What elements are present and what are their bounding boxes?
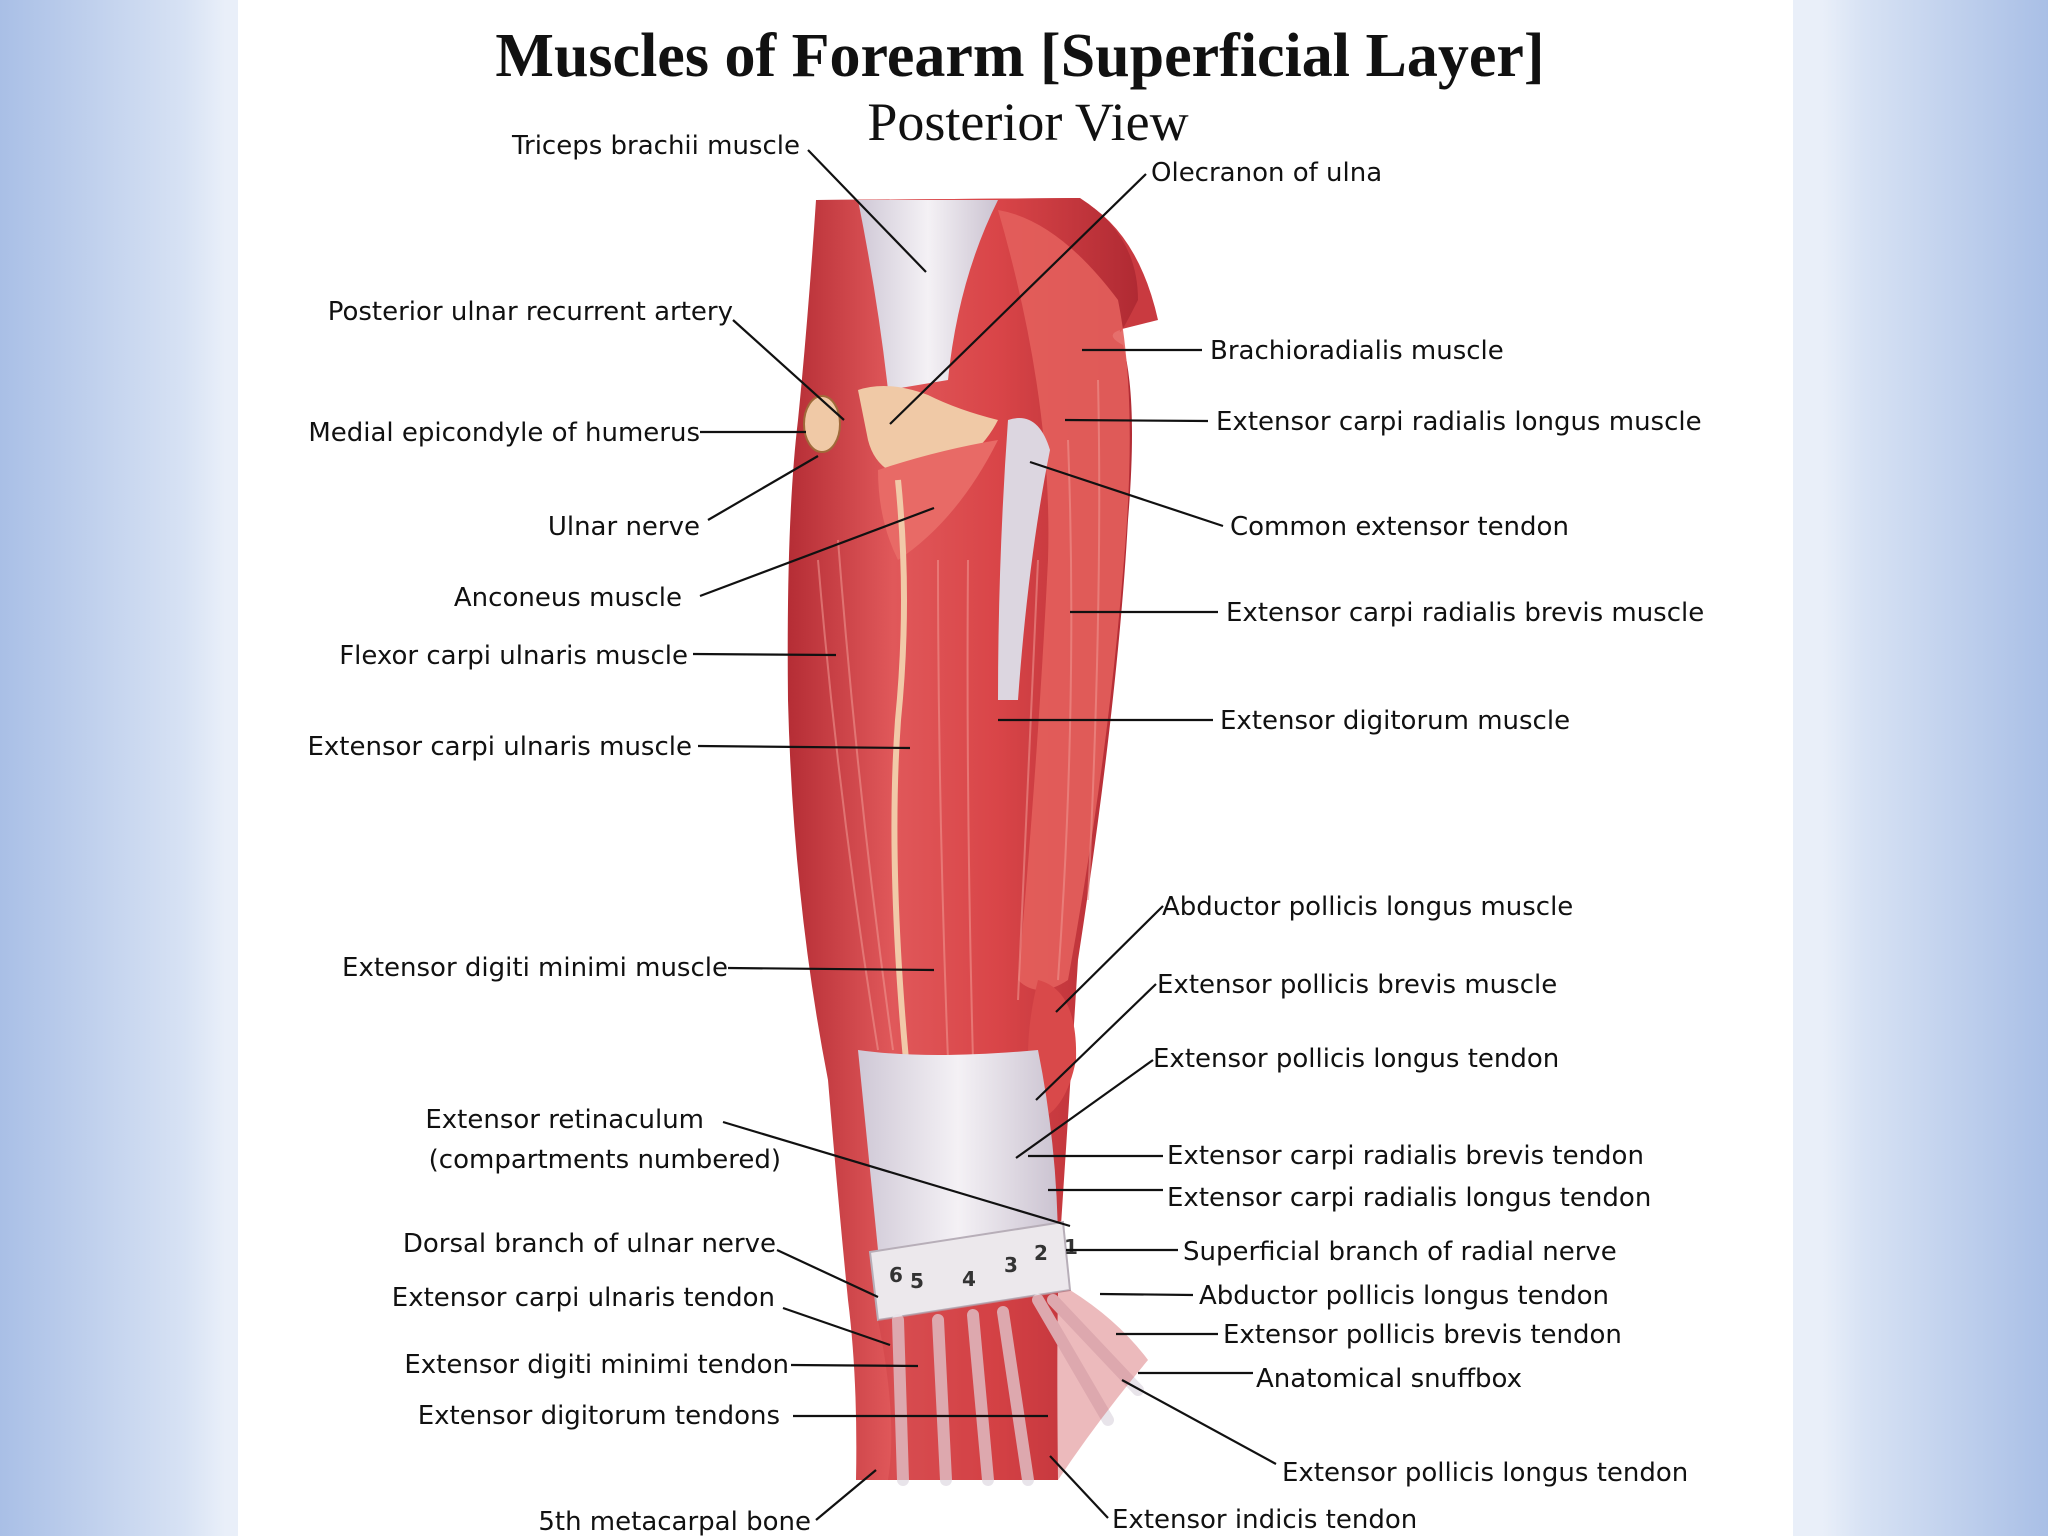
diagram-title: Muscles of Forearm [Superficial Layer]	[495, 22, 1544, 90]
label-extensor-digitorum-muscle: Extensor digitorum muscle	[1220, 706, 1570, 736]
label-brachioradialis-muscle: Brachioradialis muscle	[1210, 336, 1504, 366]
slide: Muscles of Forearm [Superficial Layer] P…	[238, 0, 1793, 1536]
label-posterior-ulnar-recurrent-artery: Posterior ulnar recurrent artery	[328, 297, 733, 327]
label-extensor-indicis-tendon: Extensor indicis tendon	[1112, 1505, 1417, 1535]
compartment-number: 5	[910, 1269, 924, 1293]
label-olecranon-of-ulna: Olecranon of ulna	[1151, 158, 1382, 188]
label-extensor-carpi-radialis-brevis-tendon: Extensor carpi radialis brevis tendon	[1167, 1141, 1644, 1171]
label-common-extensor-tendon: Common extensor tendon	[1230, 512, 1569, 542]
label-extensor-digiti-minimi-tendon: Extensor digiti minimi tendon	[404, 1350, 789, 1380]
label-extensor-pollicis-brevis-muscle: Extensor pollicis brevis muscle	[1157, 970, 1557, 1000]
label-extensor-pollicis-brevis-tendon: Extensor pollicis brevis tendon	[1223, 1320, 1622, 1350]
labels-left: Triceps brachii muscle Posterior ulnar r…	[307, 131, 811, 1536]
label-5th-metacarpal-bone: 5th metacarpal bone	[538, 1507, 811, 1536]
compartment-number: 4	[962, 1267, 976, 1291]
label-abductor-pollicis-longus-tendon: Abductor pollicis longus tendon	[1199, 1281, 1609, 1311]
label-extensor-carpi-ulnaris-muscle: Extensor carpi ulnaris muscle	[307, 732, 692, 762]
label-extensor-carpi-radialis-longus-tendon: Extensor carpi radialis longus tendon	[1167, 1183, 1651, 1213]
compartment-number: 3	[1004, 1253, 1018, 1277]
label-flexor-carpi-ulnaris-muscle: Flexor carpi ulnaris muscle	[339, 641, 688, 671]
label-medial-epicondyle-of-humerus: Medial epicondyle of humerus	[308, 418, 700, 448]
label-ulnar-nerve: Ulnar nerve	[548, 512, 700, 542]
label-anconeus-muscle: Anconeus muscle	[454, 583, 682, 613]
compartment-number: 1	[1064, 1235, 1078, 1259]
compartment-number: 2	[1034, 1241, 1048, 1265]
label-superficial-branch-of-radial-nerve: Superficial branch of radial nerve	[1183, 1237, 1617, 1267]
label-abductor-pollicis-longus-muscle: Abductor pollicis longus muscle	[1162, 892, 1573, 922]
label-compartments-numbered: (compartments numbered)	[429, 1145, 781, 1175]
label-anatomical-snuffbox: Anatomical snuffbox	[1256, 1364, 1522, 1394]
label-extensor-retinaculum: Extensor retinaculum	[425, 1105, 704, 1135]
label-extensor-carpi-radialis-brevis-muscle: Extensor carpi radialis brevis muscle	[1226, 598, 1704, 628]
label-extensor-carpi-radialis-longus-muscle: Extensor carpi radialis longus muscle	[1216, 407, 1702, 437]
labels-right: Olecranon of ulna Brachioradialis muscle…	[1112, 158, 1704, 1535]
label-extensor-digiti-minimi-muscle: Extensor digiti minimi muscle	[342, 953, 728, 983]
leader-lines	[692, 149, 1277, 1521]
label-triceps-brachii-muscle: Triceps brachii muscle	[511, 131, 800, 161]
diagram-subtitle: Posterior View	[867, 92, 1188, 152]
label-extensor-pollicis-longus-tendon-hand: Extensor pollicis longus tendon	[1282, 1458, 1688, 1488]
extensor-retinaculum-band	[868, 1220, 1072, 1322]
label-dorsal-branch-of-ulnar-nerve: Dorsal branch of ulnar nerve	[403, 1229, 776, 1259]
label-extensor-carpi-ulnaris-tendon: Extensor carpi ulnaris tendon	[392, 1283, 775, 1313]
label-extensor-digitorum-tendons: Extensor digitorum tendons	[418, 1401, 780, 1431]
forearm-illustration: 6 5 4 3 2 1	[787, 198, 1158, 1486]
forearm-diagram: Muscles of Forearm [Superficial Layer] P…	[307, 22, 1704, 1536]
label-extensor-pollicis-longus-tendon: Extensor pollicis longus tendon	[1153, 1044, 1559, 1074]
compartment-number: 6	[889, 1263, 903, 1287]
